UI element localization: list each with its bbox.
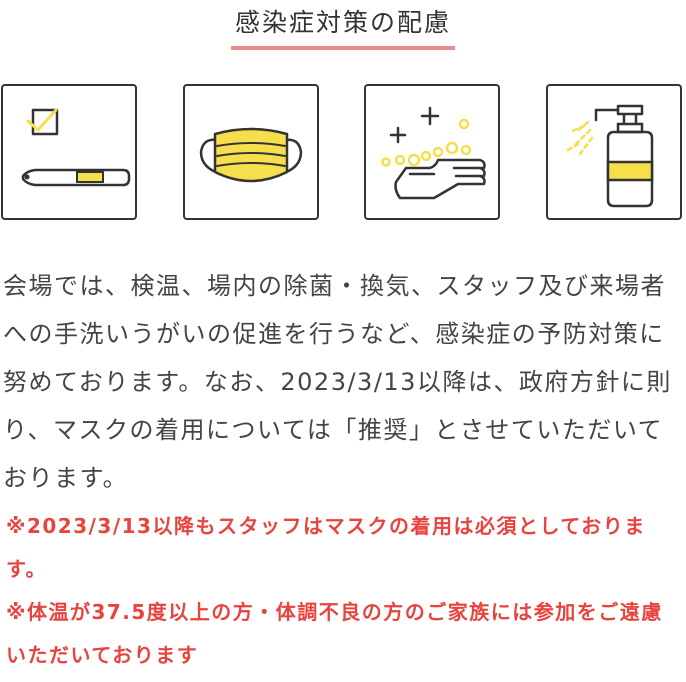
hand-washing-icon [364, 84, 500, 220]
title-section: 感染症対策の配慮 [0, 6, 686, 50]
notice-item: ※体温が37.5度以上の方・体調不良の方のご家族には参加をご遠慮いただいておりま… [6, 600, 663, 667]
sanitizer-spray-graphic [566, 104, 654, 208]
body-paragraph: 会場では、検温、場内の除菌・換気、スタッフ及び来場者への手洗いうがいの促進を行う… [3, 272, 672, 492]
hand-washing-graphic [381, 106, 486, 200]
notice-list: ※2023/3/13以降もスタッフはマスクの着用は必須としております。 ※体温が… [6, 505, 680, 677]
face-mask-graphic [199, 127, 303, 183]
icon-row [0, 84, 686, 224]
sanitizer-spray-icon [546, 84, 682, 220]
page-title: 感染症対策の配慮 [230, 6, 455, 50]
face-mask-icon [183, 84, 319, 220]
thermometer-check-graphic [21, 108, 131, 187]
notice-item: ※2023/3/13以降もスタッフはマスクの着用は必須としております。 [6, 514, 646, 581]
thermometer-check-icon [1, 84, 137, 220]
